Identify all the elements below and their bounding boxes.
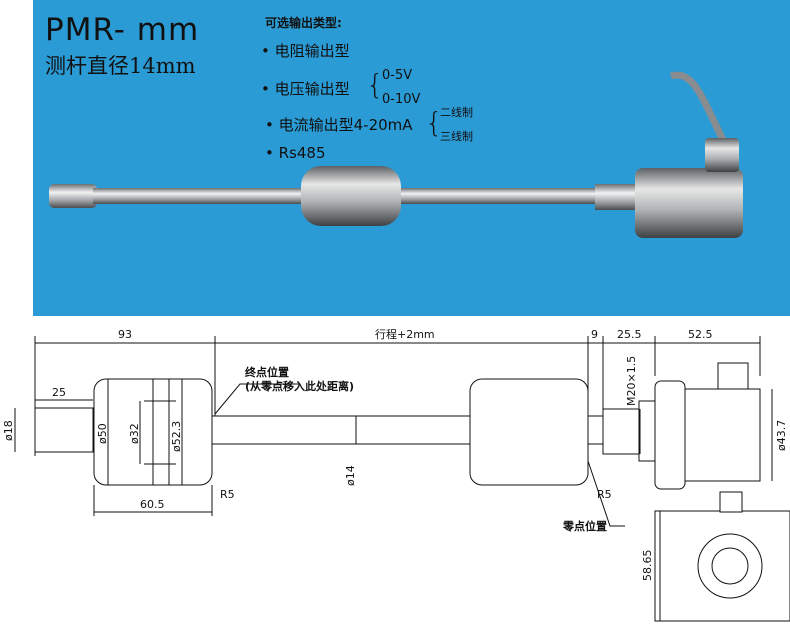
option-rs485: • Rs485 — [265, 144, 326, 162]
zero-position-label: 零点位置 — [562, 519, 607, 533]
dim-stroke-label: 行程+2mm — [375, 328, 435, 341]
r5-left-label: R5 — [220, 488, 235, 501]
dim-9-label: 9 — [591, 328, 598, 341]
dim-d52-3-label: ø52.3 — [170, 421, 183, 452]
current-three-wire: 三线制 — [440, 130, 473, 143]
option-voltage: • 电压输出型 — [261, 80, 350, 98]
dim-d32-label: ø32 — [128, 423, 141, 444]
option-current: • 电流输出型4-20mA — [265, 116, 413, 134]
product-title: PMR- mm — [45, 12, 200, 48]
dim-d18-label: ø18 — [2, 420, 15, 441]
voltage-range-10v: 0-10V — [382, 92, 421, 107]
dim-93-label: 93 — [118, 328, 132, 341]
dim-d14-label: ø14 — [344, 465, 357, 486]
current-two-wire: 二线制 — [440, 106, 473, 119]
thread-section — [595, 184, 641, 210]
end-position-label: 终点位置 — [245, 365, 289, 379]
voltage-range-5v: 0-5V — [382, 68, 413, 83]
sensor-photo — [49, 71, 743, 238]
technical-drawing: 93 行程+2mm 9 25.5 52.5 25 60.5 ø18 ø50 ø3… — [2, 328, 790, 622]
sensor-head — [635, 168, 743, 238]
dim-d50-label: ø50 — [96, 423, 109, 444]
float-ball — [301, 166, 401, 226]
dim-d43-7-label: ø43.7 — [775, 420, 788, 451]
r5-right-label: R5 — [597, 488, 612, 501]
sensor-cable — [670, 71, 727, 142]
dim-25-label: 25 — [52, 386, 66, 399]
cable-gland — [705, 138, 739, 172]
product-photo-banner: PMR- mm 测杆直径14mm 可选输出类型: • 电阻输出型 • 电压输出型… — [33, 0, 790, 316]
end-position-leader — [214, 383, 300, 415]
rod-end-cap — [49, 184, 97, 208]
dim-58-65-label: 58.65 — [641, 550, 654, 582]
dim-25-5-label: 25.5 — [617, 328, 642, 341]
current-brace: { — [425, 106, 443, 139]
dim-52-5-label: 52.5 — [688, 328, 713, 341]
dim-60-5-label: 60.5 — [140, 498, 165, 511]
output-options-title: 可选输出类型: — [265, 16, 342, 30]
dim-thread-label: M20×1.5 — [625, 356, 638, 406]
zero-position-leader — [587, 460, 625, 527]
voltage-brace: { — [366, 68, 384, 101]
product-subtitle: 测杆直径14mm — [45, 54, 196, 78]
option-resistance: • 电阻输出型 — [261, 42, 350, 60]
end-position-sublabel: (从零点移入此处距离) — [245, 379, 354, 393]
